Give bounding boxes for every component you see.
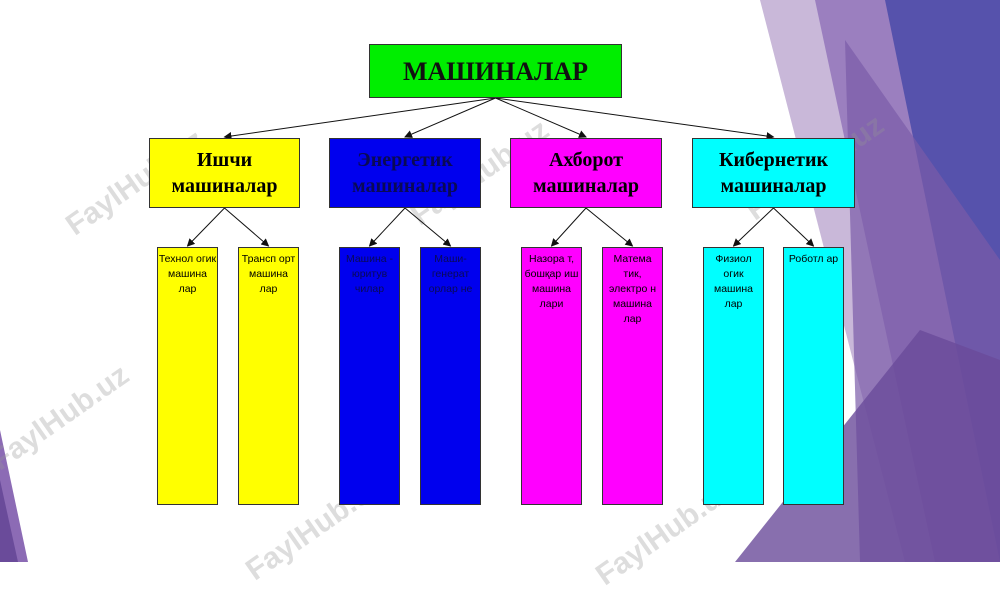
connector-arrow <box>550 207 587 247</box>
connector-arrow <box>585 207 634 247</box>
leaf-generators: Маши- генерат орлар не <box>420 247 481 505</box>
connector-lines <box>186 97 815 247</box>
connector-arrow <box>224 207 270 247</box>
connector-arrow <box>186 207 225 247</box>
leaf-technological-machines: Технол огик машина лар <box>157 247 218 505</box>
leaf-engines: Машина - юритув чилар <box>339 247 400 505</box>
category-energy-machines: Энергетик машиналар <box>329 138 481 208</box>
category-working-machines: Ишчи машиналар <box>149 138 300 208</box>
root-node: МАШИНАЛАР <box>369 44 622 98</box>
category-cybernetic-machines: Кибернетик машиналар <box>692 138 855 208</box>
connector-arrow <box>732 207 774 247</box>
connector-arrow <box>368 207 406 247</box>
connector-arrow <box>223 97 496 140</box>
category-information-machines: Ахборот машиналар <box>510 138 662 208</box>
connector-arrow <box>773 207 815 247</box>
connector-arrow <box>404 207 452 247</box>
leaf-math-electronic-machines: Матема тик, электро н машина лар <box>602 247 663 505</box>
connector-arrow <box>495 97 775 140</box>
leaf-control-machines: Назора т, бошқар иш машина лари <box>521 247 582 505</box>
connector-arrow <box>404 97 496 138</box>
leaf-physiological-machines: Физиол огик машина лар <box>703 247 764 505</box>
connector-arrow <box>495 97 587 138</box>
leaf-robots: Роботл ар <box>783 247 844 505</box>
leaf-transport-machines: Трансп орт машина лар <box>238 247 299 505</box>
